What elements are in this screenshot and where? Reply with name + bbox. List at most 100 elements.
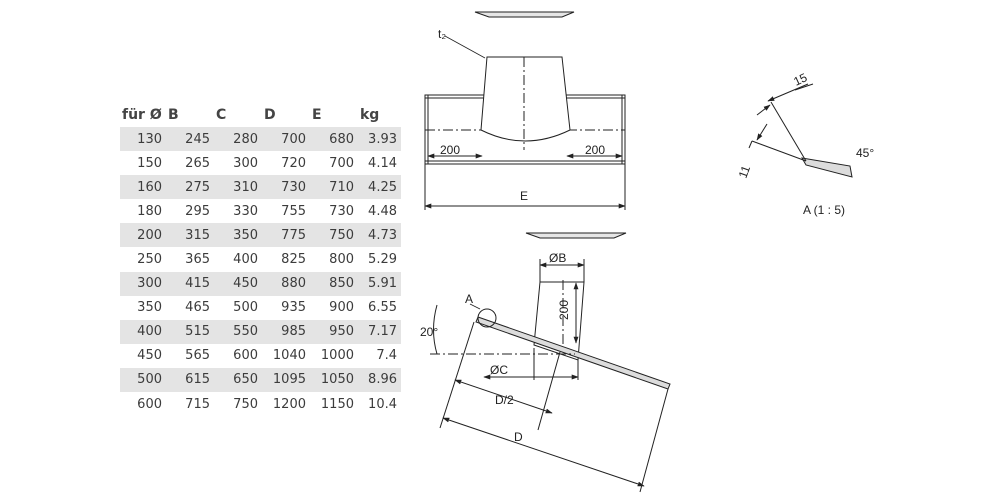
cell-b: 315 [166,223,214,248]
angle-20-label: 20° [420,325,438,339]
cell-d: 1095 [262,367,310,393]
cell-e: 700 [329,155,354,171]
cell-kg: 10.4 [368,396,397,412]
cell-kg: 4.25 [358,175,401,200]
cell-diameter: 350 [137,300,162,316]
cell-c: 280 [214,127,262,152]
angle-arc [433,304,438,355]
cell-d: 1040 [272,348,306,364]
half-d-label: D/2 [495,393,514,407]
cell-diameter: 400 [120,319,166,344]
cell-d: 730 [262,175,310,200]
cell-b: 365 [185,252,210,268]
cell-c: 400 [233,252,258,268]
b-label: ØB [549,251,566,265]
cell-c: 750 [233,396,258,412]
cell-d: 775 [262,223,310,248]
cell-diameter: 150 [137,155,162,171]
cell-e: 1000 [320,348,354,364]
cell-diameter: 450 [137,348,162,364]
cell-d: 700 [262,127,310,152]
cell-kg: 6.55 [368,300,397,316]
cell-diameter: 160 [120,175,166,200]
c-label: ØC [490,363,508,377]
cell-kg: 3.93 [358,127,401,152]
header-c: C [216,107,227,123]
cell-b: 275 [166,175,214,200]
table-row: 350 465 500 935 900 6.55 [120,296,401,320]
header-kg: kg [360,107,380,123]
detail-view: 15 11 45° A (1 : 5) [736,70,875,217]
table-row: 250 365 400 825 800 5.29 [120,247,401,271]
cone [480,56,571,142]
cell-e: 1050 [310,367,358,393]
cell-b: 615 [166,367,214,393]
cell-d: 1200 [272,396,306,412]
cell-diameter: 250 [137,252,162,268]
cell-kg: 7.4 [376,348,397,364]
cell-e: 1150 [320,396,354,412]
cell-d: 720 [281,155,306,171]
collar-side [525,232,627,239]
cell-e: 680 [310,127,358,152]
cell-diameter: 130 [120,127,166,152]
cell-kg: 4.14 [368,155,397,171]
header-b: B [168,107,179,123]
cell-d: 825 [281,252,306,268]
right-200-label: 200 [585,143,605,157]
cell-diameter: 200 [120,223,166,248]
cell-e: 730 [329,203,354,219]
cell-diameter: 300 [120,271,166,296]
half-d-dim-line [454,379,553,414]
side-view: ØB 200 A 20° ØC D/2 D [420,232,671,493]
header-diameter: für Ø [122,107,162,123]
cell-c: 650 [214,367,262,393]
cell-kg: 5.29 [368,252,397,268]
cell-c: 350 [214,223,262,248]
cell-e: 950 [310,319,358,344]
cell-c: 300 [233,155,258,171]
cell-b: 415 [166,271,214,296]
cell-d: 755 [281,203,306,219]
detail-45-label: 45° [856,146,874,160]
height-label: 200 [557,300,571,320]
cell-c: 600 [233,348,258,364]
t2-label: t₂ [438,27,446,41]
cell-b: 295 [185,203,210,219]
cell-b: 245 [166,127,214,152]
cell-e: 710 [310,175,358,200]
cell-e: 850 [310,271,358,296]
cell-c: 450 [214,271,262,296]
cell-kg: 4.48 [368,203,397,219]
cell-e: 800 [329,252,354,268]
cell-kg: 5.91 [358,271,401,296]
cell-e: 900 [329,300,354,316]
header-d: D [264,107,276,123]
d-dim-line [442,417,645,487]
cell-d: 935 [281,300,306,316]
header-e: E [312,107,322,123]
detail-caption: A (1 : 5) [803,203,845,217]
left-200-label: 200 [440,143,460,157]
cell-b: 515 [166,319,214,344]
front-view: t₂ 200 200 E [424,11,626,210]
cell-e: 750 [310,223,358,248]
cell-c: 500 [233,300,258,316]
detail-a-circle [477,308,497,328]
d-label: D [514,430,523,444]
cell-b: 465 [185,300,210,316]
cell-diameter: 180 [137,203,162,219]
